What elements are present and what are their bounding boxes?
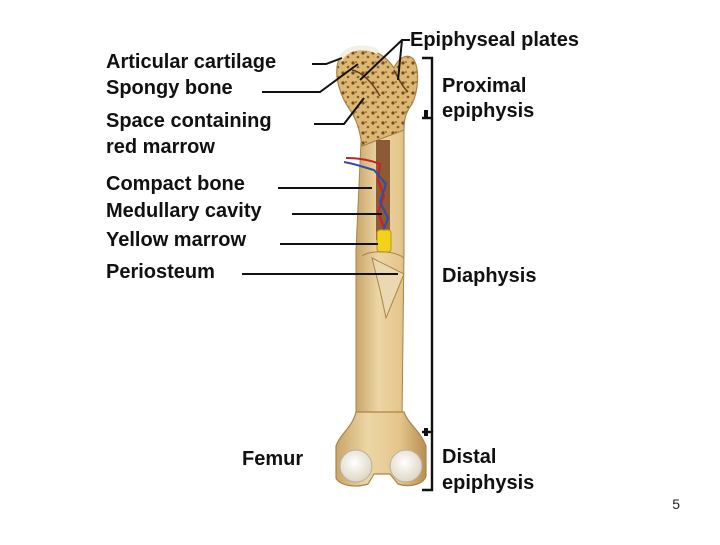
label-distal-epiphysis-line2: epiphysis bbox=[442, 472, 535, 494]
artery bbox=[345, 157, 386, 229]
epiphyseal-plate-line-2 bbox=[393, 69, 409, 93]
bracket-tick-proximal bbox=[424, 110, 428, 118]
label-articular-cartilage: Articular cartilage bbox=[106, 51, 277, 73]
label-diaphysis: Diaphysis bbox=[442, 265, 537, 287]
leader-red-marrow bbox=[314, 97, 365, 125]
label-epiphyseal-plates: Epiphyseal plates bbox=[410, 29, 579, 51]
shaft-cut-edge bbox=[361, 251, 405, 259]
label-femur: Femur bbox=[242, 448, 304, 470]
leader-lines-left bbox=[242, 39, 410, 275]
label-proximal-epiphysis-line2: epiphysis bbox=[442, 100, 535, 122]
label-medullary-cavity: Medullary cavity bbox=[106, 200, 262, 222]
label-red-marrow-line2: red marrow bbox=[106, 136, 215, 158]
epiphyseal-plate-line-1 bbox=[351, 69, 381, 97]
lateral-condyle bbox=[389, 449, 423, 483]
region-brackets bbox=[422, 56, 434, 492]
label-compact-bone: Compact bone bbox=[106, 173, 245, 195]
label-spongy-bone: Spongy bone bbox=[106, 77, 233, 99]
vein bbox=[343, 161, 390, 235]
bracket-tick-distal bbox=[424, 428, 428, 436]
slide-page-number: 5 bbox=[672, 496, 680, 512]
bracket-ticks bbox=[424, 110, 428, 436]
label-distal-epiphysis-line1: Distal bbox=[442, 446, 497, 468]
leader-spongy-bone bbox=[262, 63, 359, 93]
label-red-marrow-line1: Space containing bbox=[106, 110, 272, 132]
label-yellow-marrow: Yellow marrow bbox=[106, 229, 247, 251]
yellow-marrow bbox=[376, 229, 392, 253]
medial-condyle bbox=[339, 449, 373, 483]
bracket-proximal-epiphysis bbox=[422, 56, 434, 120]
label-proximal-epiphysis-line1: Proximal bbox=[442, 75, 527, 97]
label-periosteum: Periosteum bbox=[106, 261, 215, 283]
leader-articular-cartilage bbox=[312, 57, 343, 65]
leader-epiphyseal-plate-2 bbox=[397, 39, 403, 81]
